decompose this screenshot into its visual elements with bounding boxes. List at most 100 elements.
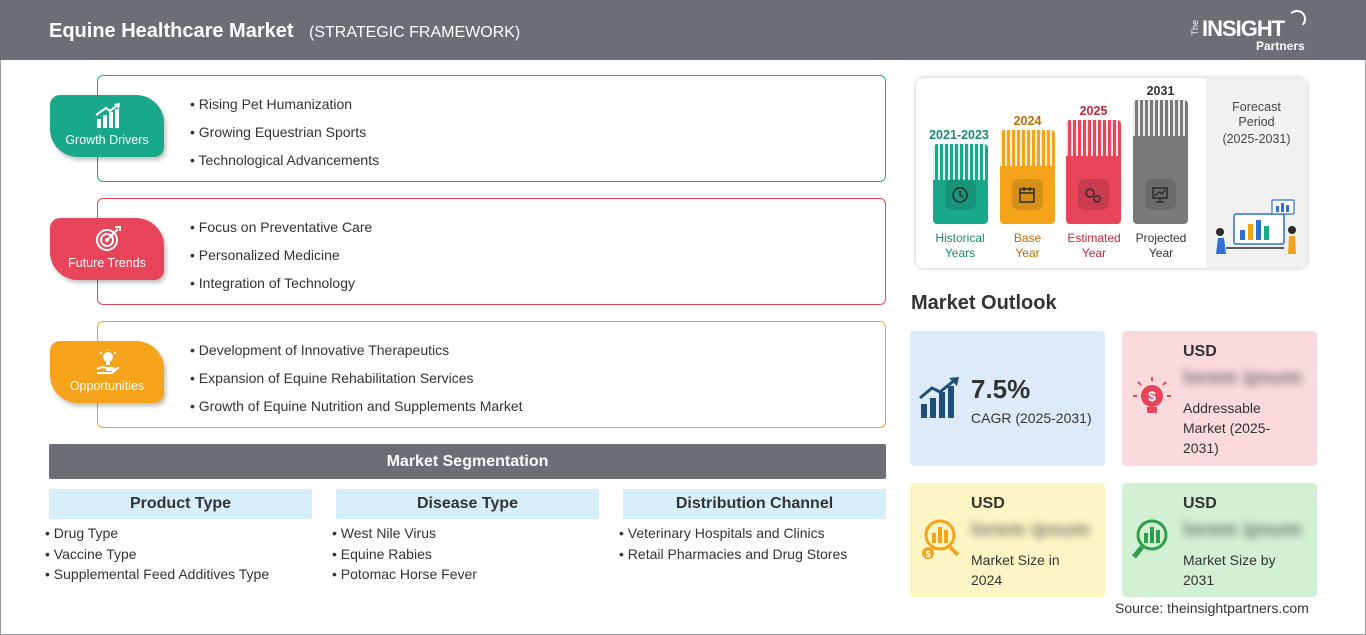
estimate-gears-icon — [1085, 188, 1101, 203]
history-clock-icon — [952, 187, 968, 203]
dollar-magnifier-icon: $ — [922, 519, 960, 559]
year-label: 2031 — [1146, 84, 1175, 98]
timeline-bar-projected — [1133, 100, 1188, 224]
future-trends-list: Focus on Preventative Care Personalized … — [190, 219, 373, 303]
category-label-historical: Historical Years — [924, 231, 996, 261]
list-item: Potomac Horse Fever — [332, 566, 599, 587]
forecast-title-text: Forecast Period — [1232, 100, 1281, 129]
list-item: Technological Advancements — [190, 152, 380, 180]
growth-drivers-box: Rising Pet Humanization Growing Equestri… — [97, 75, 886, 182]
list-item: Focus on Preventative Care — [190, 219, 373, 247]
analytics-people-icon — [1216, 199, 1296, 254]
label-line: Estimated — [1067, 231, 1121, 245]
addressable-market-card: $ USD lorem ipsum Addressable Market (20… — [1122, 331, 1317, 466]
opportunities-list: Development of Innovative Therapeutics E… — [190, 342, 523, 426]
header-bar: Equine Healthcare Market (STRATEGIC FRAM… — [0, 0, 1366, 60]
label-line: Year — [1148, 246, 1174, 260]
list-item: Expansion of Equine Rehabilitation Servi… — [190, 370, 523, 398]
segment-disease-type: Disease Type West Nile Virus Equine Rabi… — [336, 489, 599, 587]
label-line: Historical — [935, 231, 985, 245]
page-title: Equine Healthcare Market — [49, 20, 294, 42]
page-subtitle: (STRATEGIC FRAMEWORK) — [309, 24, 521, 41]
presentation-board-icon — [1152, 187, 1168, 203]
logo-partners: Partners — [1256, 39, 1305, 53]
company-logo[interactable]: The INSIGHT Partners — [1190, 10, 1310, 54]
list-item: Retail Pharmacies and Drug Stores — [619, 546, 886, 567]
redacted-value: lorem ipsum — [1183, 519, 1302, 541]
category-label-base: Base Year — [995, 231, 1060, 261]
market-size-2024-card: $ USD lorem ipsum Market Size in 2024 — [910, 483, 1105, 597]
label-line: Year — [1081, 246, 1107, 260]
segment-list: Drug Type Vaccine Type Supplemental Feed… — [45, 525, 312, 587]
list-item: Rising Pet Humanization — [190, 96, 379, 124]
list-item: Personalized Medicine — [190, 247, 372, 275]
segmentation-header: Market Segmentation — [49, 444, 886, 479]
future-trends-badge: Future Trends — [50, 218, 164, 280]
opportunities-label: Opportunities — [69, 379, 145, 393]
list-item: Veterinary Hospitals and Clinics — [619, 525, 886, 546]
usd-label: USD — [971, 495, 1005, 512]
label-line: Base — [1013, 231, 1042, 245]
logo-arc-icon — [1288, 10, 1306, 28]
redacted-value: lorem ipsum — [971, 519, 1090, 541]
growth-drivers-list: Rising Pet Humanization Growing Equestri… — [190, 96, 380, 180]
cagr-value: 7.5% — [971, 374, 1031, 404]
list-item: Drug Type — [45, 525, 312, 546]
market-size-2031-description: Market Size by 2031 — [1183, 552, 1276, 588]
growth-drivers-badge: Growth Drivers — [50, 95, 164, 157]
segment-distribution-channel: Distribution Channel Veterinary Hospital… — [623, 489, 886, 566]
cagr-card: 7.5% CAGR (2025-2031) — [910, 331, 1105, 466]
segment-product-type: Product Type Drug Type Vaccine Type Supp… — [49, 489, 312, 587]
usd-label: USD — [1183, 495, 1217, 512]
year-label: 2024 — [1013, 114, 1042, 128]
label-line: Years — [944, 246, 976, 260]
opportunities-box: Development of Innovative Therapeutics E… — [97, 321, 886, 428]
market-outlook-title: Market Outlook — [911, 292, 1057, 314]
chart-magnifier-icon — [1132, 519, 1168, 559]
logo-insight: INSIGHT — [1202, 16, 1285, 41]
timeline-panel: 2021-2023 Historical Years 2024 Base Yea… — [916, 78, 1307, 268]
list-item: West Nile Virus — [332, 525, 599, 546]
addressable-market-description: Addressable Market (2025-2031) — [1183, 400, 1271, 456]
list-item: Integration of Technology — [190, 275, 372, 303]
market-size-2031-card: USD lorem ipsum Market Size by 2031 — [1122, 483, 1317, 597]
usd-label: USD — [1183, 343, 1217, 360]
timeline-bar-historical — [933, 144, 988, 224]
forecast-period-range: (2025-2031) — [1222, 132, 1291, 146]
dollar-bulb-icon: $ — [1133, 377, 1171, 413]
growth-drivers-label: Growth Drivers — [65, 133, 149, 147]
svg-text:$: $ — [925, 549, 930, 559]
redacted-value: lorem ipsum — [1183, 367, 1302, 389]
segment-heading: Disease Type — [336, 489, 599, 519]
list-item: Growing Equestrian Sports — [190, 124, 379, 152]
lightbulb-hand-icon — [96, 349, 120, 374]
category-label-projected: Projected Year — [1126, 231, 1196, 261]
label-line: Year — [1015, 246, 1040, 260]
source-link[interactable]: Source: theinsightpartners.com — [1115, 600, 1309, 616]
segment-list: West Nile Virus Equine Rabies Potomac Ho… — [332, 525, 599, 587]
timeline-bar-estimated — [1066, 120, 1121, 224]
segment-heading: Product Type — [49, 489, 312, 519]
cagr-description: CAGR (2025-2031) — [971, 410, 1092, 426]
forecast-period-title: Forecast Period — [1206, 100, 1307, 130]
target-icon — [96, 226, 121, 251]
year-label: 2021-2023 — [929, 128, 989, 142]
label-line: Projected — [1135, 231, 1187, 245]
logo-the: The — [1190, 20, 1200, 36]
future-trends-box: Focus on Preventative Care Personalized … — [97, 198, 886, 305]
opportunities-badge: Opportunities — [50, 341, 164, 403]
market-size-2024-description: Market Size in 2024 — [971, 552, 1060, 588]
category-label-estimated: Estimated Year — [1059, 231, 1129, 261]
year-label: 2025 — [1079, 104, 1108, 118]
list-item: Vaccine Type — [45, 546, 312, 567]
list-item: Supplemental Feed Additives Type — [45, 566, 312, 587]
list-item: Equine Rabies — [332, 546, 599, 567]
segment-heading: Distribution Channel — [623, 489, 886, 519]
rising-bars-icon — [919, 377, 959, 418]
timeline-bar-base — [1000, 130, 1055, 224]
forecast-period-panel: Forecast Period (2025-2031) — [1206, 78, 1307, 268]
future-trends-label: Future Trends — [68, 256, 146, 270]
svg-text:$: $ — [1148, 388, 1156, 404]
growth-chart-icon — [95, 103, 120, 128]
calendar-icon — [1019, 187, 1035, 203]
